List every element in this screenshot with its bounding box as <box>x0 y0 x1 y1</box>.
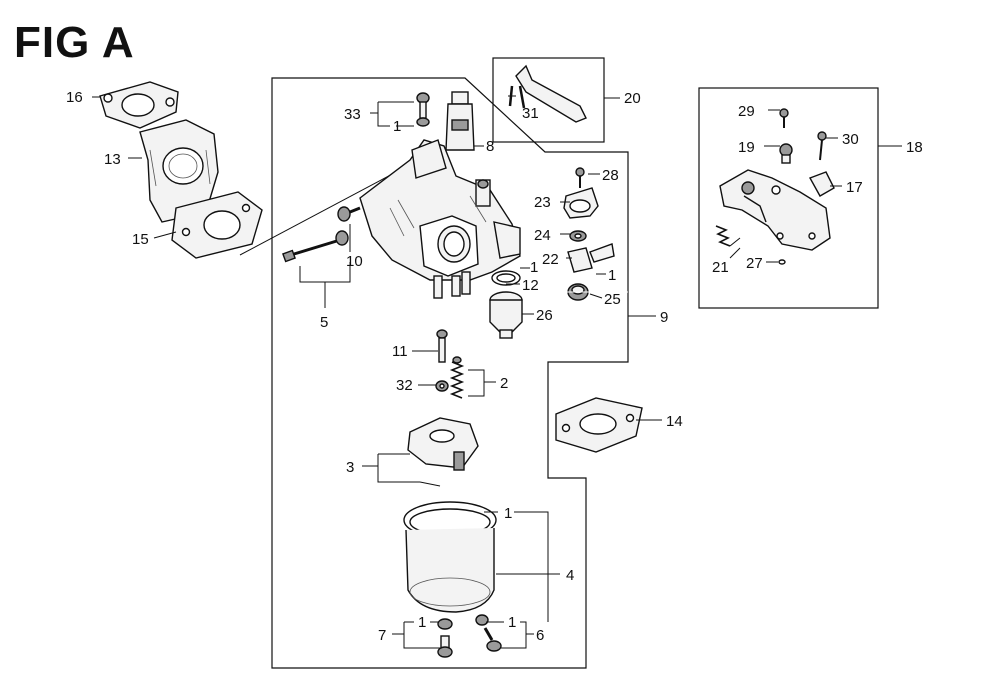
screw-30 <box>817 131 827 161</box>
callout-33: 33 <box>344 106 361 123</box>
choke-lever-assembly <box>719 169 831 251</box>
drain-screw-7 <box>437 618 453 658</box>
callout-1b: 1 <box>530 259 538 276</box>
o-ring-24 <box>569 230 587 242</box>
callout-15: 15 <box>132 231 149 248</box>
drain-screw-6 <box>475 614 502 652</box>
callout-27: 27 <box>746 255 763 272</box>
callout-14: 14 <box>666 413 683 430</box>
callout-17: 17 <box>846 179 863 196</box>
washer-32 <box>435 380 449 392</box>
jet-26 <box>489 291 523 339</box>
o-ring-12 <box>491 270 521 286</box>
callout-1f: 1 <box>508 614 516 631</box>
callout-29: 29 <box>738 103 755 120</box>
callout-23: 23 <box>534 194 551 211</box>
callout-6: 6 <box>536 627 544 644</box>
valve-22 <box>567 243 615 273</box>
float-valve-8 <box>445 91 475 151</box>
callout-21: 21 <box>712 259 729 276</box>
callout-24: 24 <box>534 227 551 244</box>
callout-1d: 1 <box>504 505 512 522</box>
callout-3: 3 <box>346 459 354 476</box>
screw-29 <box>779 108 789 128</box>
callout-7: 7 <box>378 627 386 644</box>
callout-11: 11 <box>392 343 408 360</box>
callout-10: 10 <box>346 253 363 270</box>
main-assembly-outline <box>271 77 629 669</box>
callout-22: 22 <box>542 251 559 268</box>
washer-19 <box>779 143 793 164</box>
insulator-14 <box>555 397 643 453</box>
callout-20: 20 <box>624 90 641 107</box>
insulator-13 <box>139 119 219 223</box>
callout-30: 30 <box>842 131 859 148</box>
callout-32: 32 <box>396 377 413 394</box>
callout-28: 28 <box>602 167 619 184</box>
gasket-16 <box>99 81 179 129</box>
pin-27 <box>778 259 786 265</box>
lever-group-outline <box>492 57 605 143</box>
callout-4: 4 <box>566 567 574 584</box>
callout-12: 12 <box>522 277 539 294</box>
float-bowl-4 <box>403 501 497 613</box>
float-3 <box>407 417 479 487</box>
screw-28 <box>575 167 585 188</box>
callout-5: 5 <box>320 314 328 331</box>
spring-21 <box>715 225 741 247</box>
screw-33 <box>416 92 430 127</box>
callout-25: 25 <box>604 291 621 308</box>
callout-16: 16 <box>66 89 83 106</box>
callout-19: 19 <box>738 139 755 156</box>
screw-11 <box>436 329 448 363</box>
pilot-screw-2 <box>449 356 465 399</box>
callout-26: 26 <box>536 307 553 324</box>
callout-31: 31 <box>522 105 539 122</box>
clip-17 <box>808 171 835 197</box>
callout-8: 8 <box>486 138 494 155</box>
gasket-15 <box>171 191 263 259</box>
callout-9: 9 <box>660 309 668 326</box>
callout-1a: 1 <box>393 118 401 135</box>
callout-1e: 1 <box>418 614 426 631</box>
screw-10 <box>337 206 361 222</box>
figure-title: FIG A <box>14 18 135 67</box>
callout-18: 18 <box>906 139 923 156</box>
callout-2: 2 <box>500 375 508 392</box>
choke-group-outline <box>698 87 879 309</box>
cover-23 <box>563 187 599 219</box>
callout-13: 13 <box>104 151 121 168</box>
screw-set-5 <box>282 230 349 263</box>
carburetor-body <box>359 139 521 299</box>
callout-1c: 1 <box>608 267 616 284</box>
